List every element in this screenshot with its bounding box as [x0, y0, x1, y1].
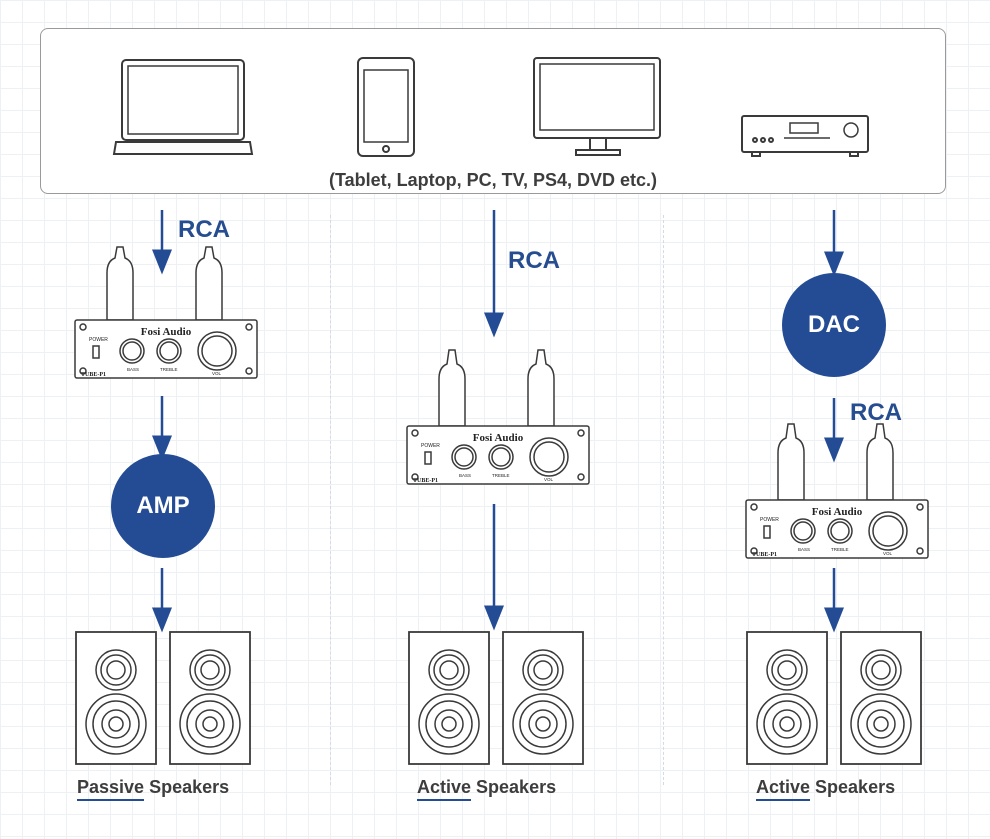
amp-bass-label: BASS — [127, 367, 139, 372]
speaker-word: Speakers — [471, 777, 557, 797]
amp-model: TUBE-P1 — [81, 372, 106, 378]
rca-label: RCA — [850, 399, 902, 426]
speaker-type: Active — [417, 777, 472, 801]
amp-vol-label: VOL — [883, 551, 893, 556]
amp-brand: Fosi Audio — [473, 432, 524, 444]
rca-label: RCA — [508, 247, 560, 274]
amp-bass-label: BASS — [798, 547, 810, 552]
speaker-icon — [746, 631, 828, 765]
amp-power-label: POWER — [421, 443, 440, 449]
rca-label: RCA — [178, 216, 230, 243]
speaker-label-active: Active Speakers — [756, 777, 896, 801]
source-caption: (Tablet, Laptop, PC, TV, PS4, DVD etc.) — [328, 170, 658, 190]
tube-amplifier-3: Fosi Audio POWER TUBE-P1 BASS TREBLE VOL — [745, 423, 929, 559]
dvd-player-icon — [741, 115, 869, 157]
speaker-type: Passive — [77, 777, 145, 801]
amp-power-label: POWER — [760, 517, 779, 523]
amp-vol-label: VOL — [212, 371, 222, 376]
dac-circle: DAC — [782, 273, 886, 377]
laptop-icon — [112, 59, 254, 155]
monitor-icon — [533, 57, 661, 156]
tube-amplifier-1: Fosi Audio POWER TUBE-P1 BASS TREBLE VOL — [74, 246, 258, 379]
amp-brand: Fosi Audio — [141, 326, 192, 338]
amp-circle: AMP — [111, 454, 215, 558]
amp-model: TUBE-P1 — [752, 552, 777, 558]
speaker-icon — [75, 631, 157, 765]
speaker-icon — [169, 631, 251, 765]
amp-treble-label: TREBLE — [160, 367, 178, 372]
column-divider — [663, 215, 664, 785]
tube-amplifier-2: Fosi Audio POWER TUBE-P1 BASS TREBLE VOL — [406, 349, 590, 485]
amp-treble-label: TREBLE — [492, 473, 510, 478]
column-divider — [330, 215, 331, 785]
speaker-type: Active — [756, 777, 811, 801]
speaker-label-passive: Passive Speakers — [77, 777, 230, 801]
amp-power-label: POWER — [89, 337, 108, 343]
amp-vol-label: VOL — [544, 477, 554, 482]
amp-bass-label: BASS — [459, 473, 471, 478]
amp-treble-label: TREBLE — [831, 547, 849, 552]
speaker-label-active: Active Speakers — [417, 777, 557, 801]
speaker-icon — [502, 631, 584, 765]
speaker-word: Speakers — [144, 777, 230, 797]
speaker-word: Speakers — [810, 777, 896, 797]
speaker-icon — [408, 631, 490, 765]
amp-model: TUBE-P1 — [413, 478, 438, 484]
tablet-icon — [357, 57, 415, 157]
amp-brand: Fosi Audio — [812, 506, 863, 518]
speaker-icon — [840, 631, 922, 765]
